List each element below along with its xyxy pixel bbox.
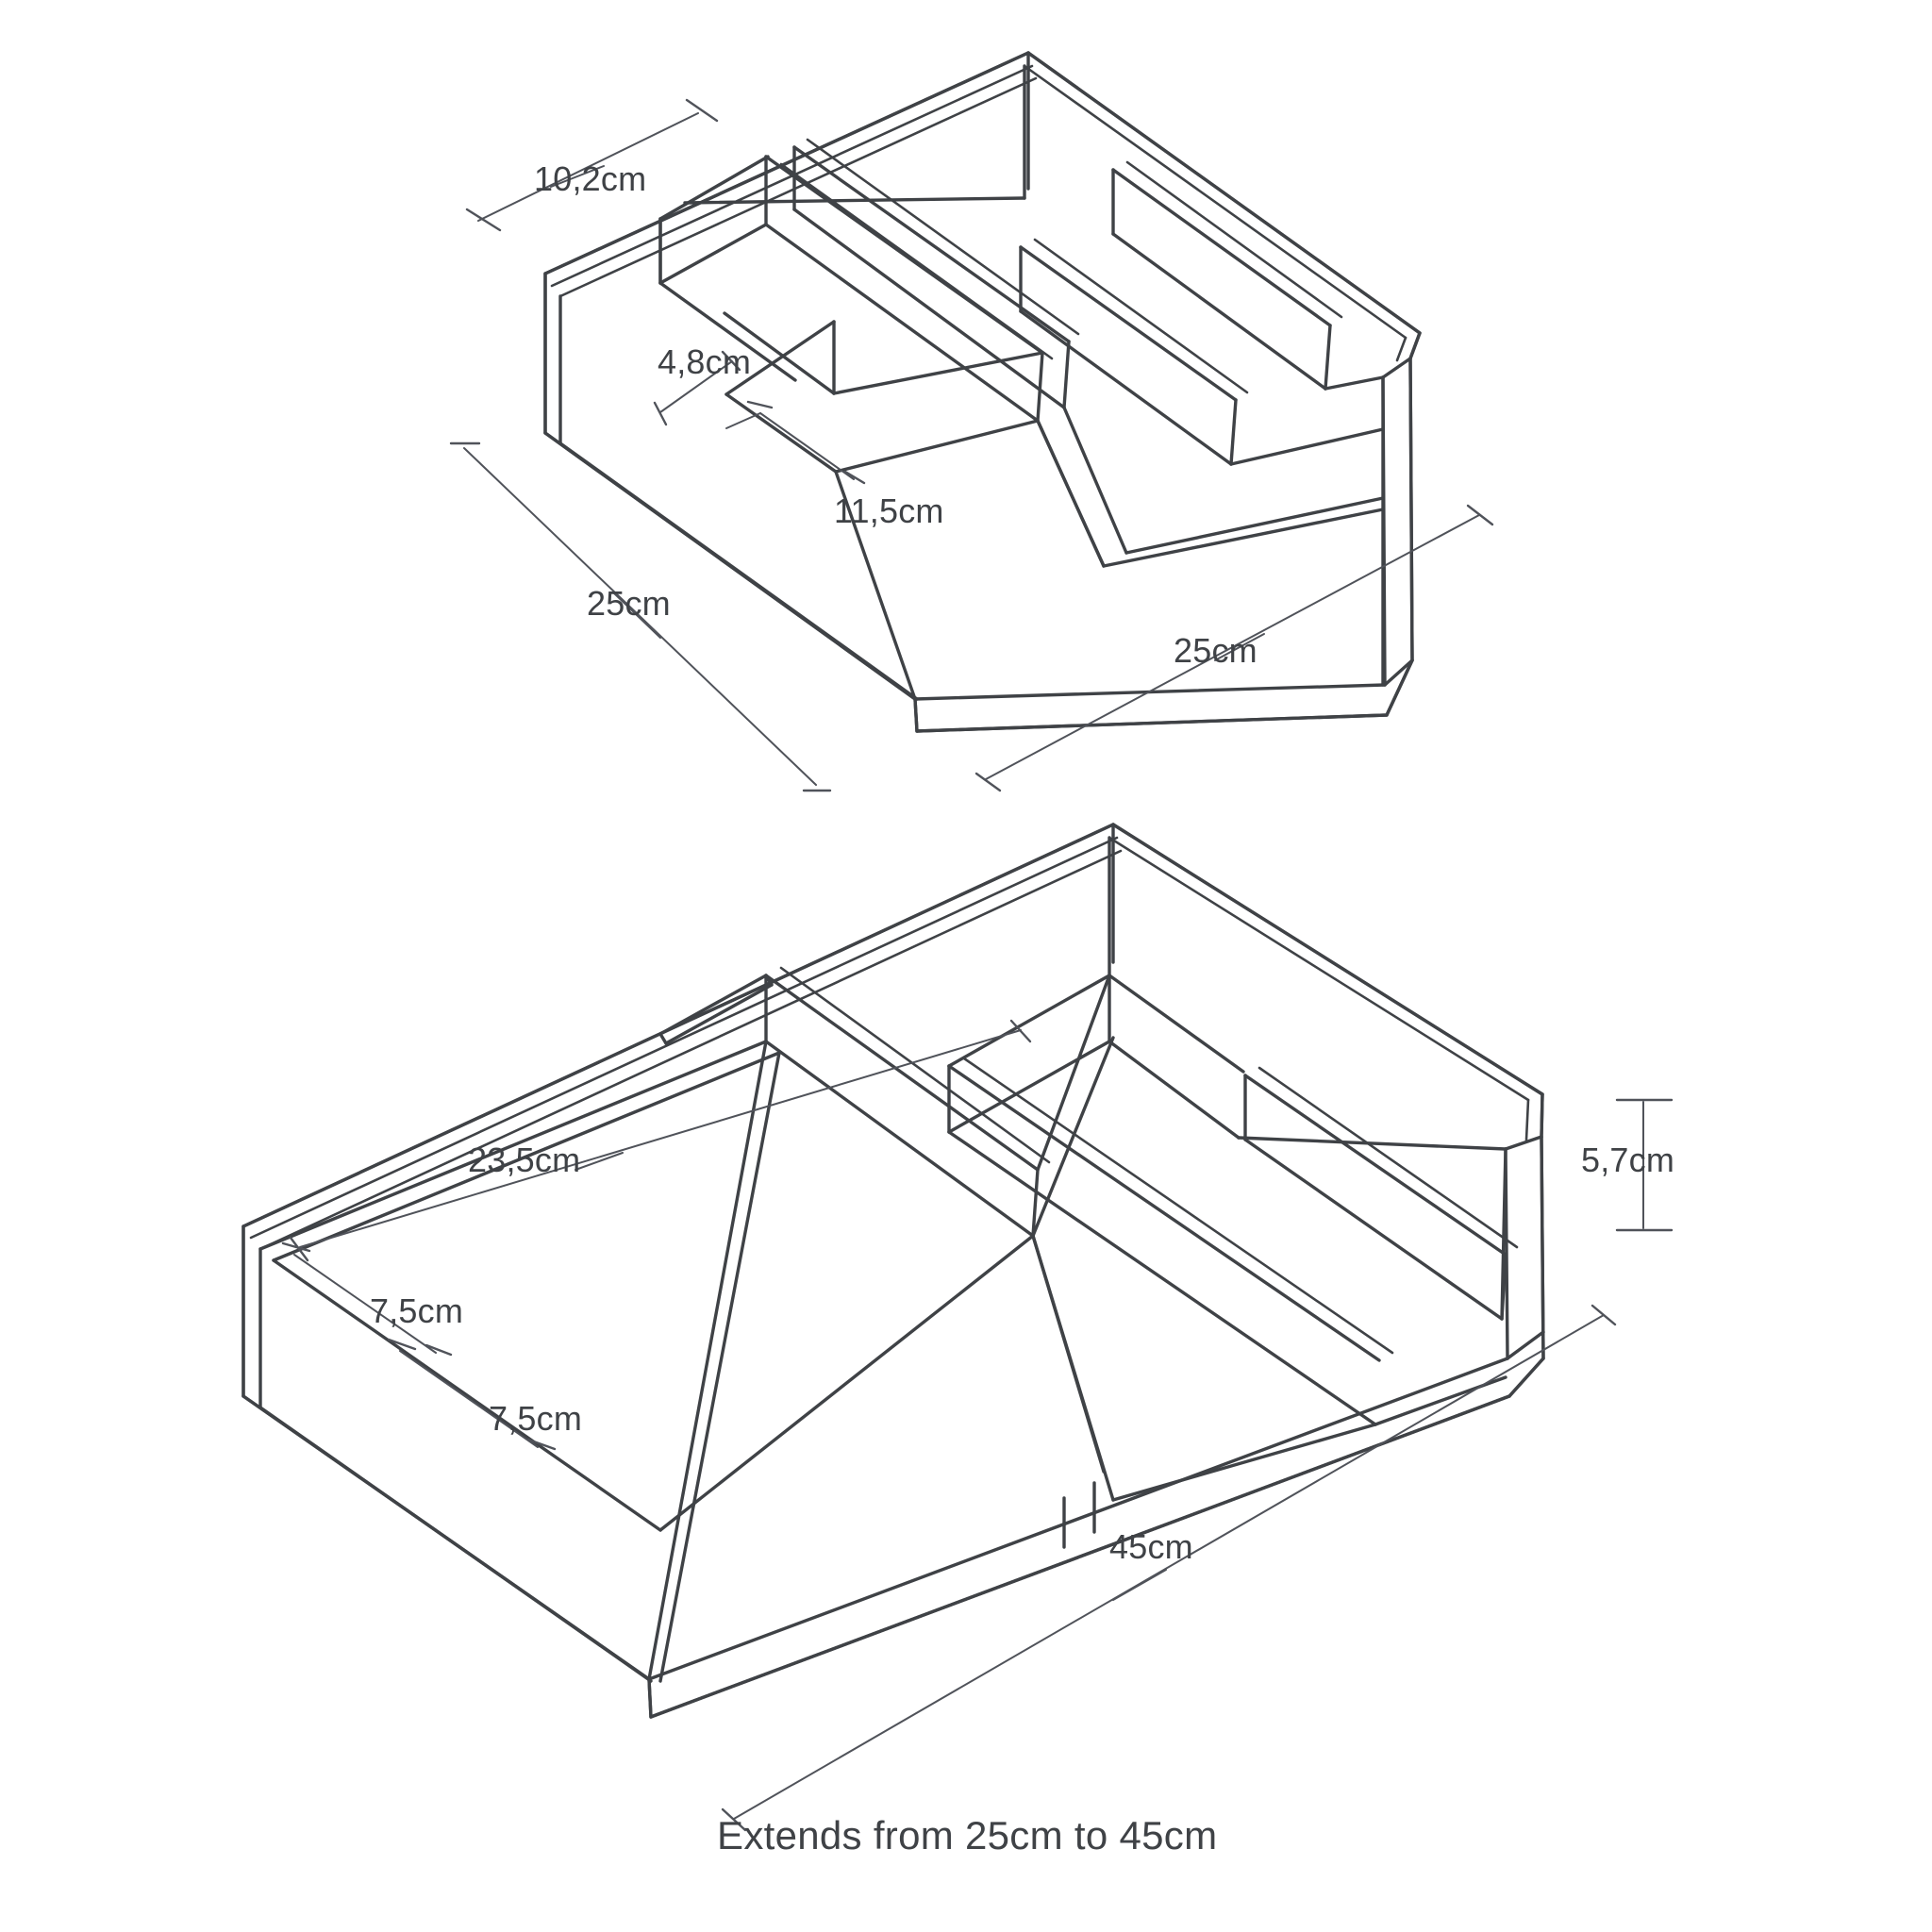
dimension-label-extended-width-45: 45cm	[1109, 1527, 1193, 1566]
dimension-label-extended-width-75-lower: 7,5cm	[489, 1399, 583, 1438]
extended-tray-illustration	[242, 823, 1545, 1719]
compact-dimension-lines	[449, 98, 1494, 792]
dimension-label-compact-width-102: 10,2cm	[534, 159, 647, 198]
diagram-caption: Extends from 25cm to 45cm	[717, 1813, 1218, 1857]
dimension-label-extended-length-235: 23,5cm	[468, 1141, 581, 1179]
dimension-label-compact-length-115: 11,5cm	[834, 491, 944, 530]
dimension-label-compact-width-48: 4,8cm	[658, 342, 752, 381]
dimension-label-extended-height-57: 5,7cm	[1581, 1141, 1675, 1179]
dimension-label-extended-width-75-upper: 7,5cm	[370, 1291, 464, 1330]
compact-tray-illustration	[543, 51, 1422, 733]
dimension-label-compact-width-25: 25cm	[1174, 631, 1257, 670]
dimension-label-compact-depth-25: 25cm	[587, 584, 671, 623]
extended-dimension-lines	[281, 1019, 1674, 1832]
